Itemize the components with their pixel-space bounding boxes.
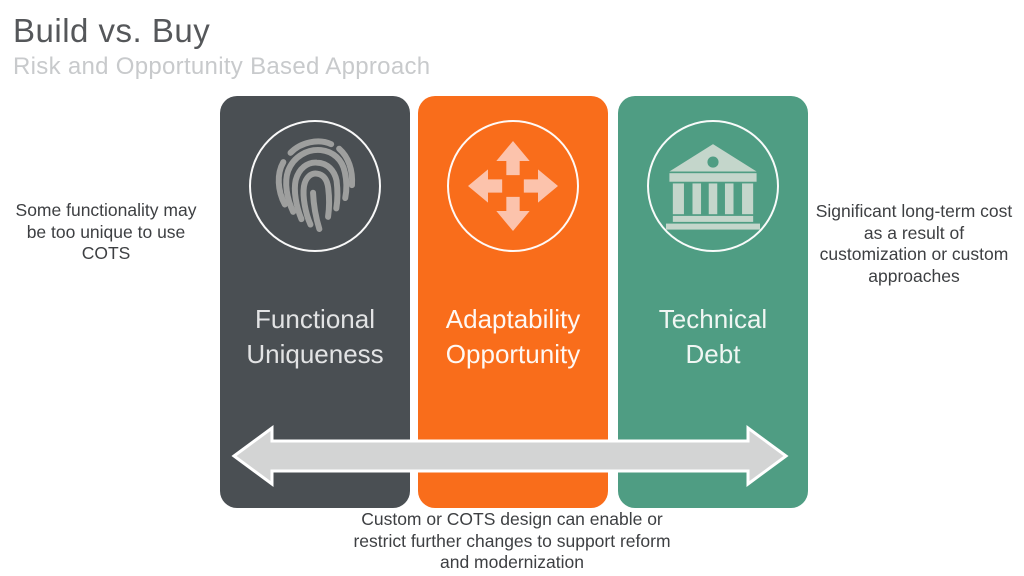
card-label-line: Debt (685, 339, 741, 369)
card-label-line: Opportunity (445, 339, 581, 369)
bidirectional-spectrum-arrow (231, 425, 789, 487)
header: Build vs. Buy Risk and Opportunity Based… (13, 12, 430, 81)
left-annotation: Some functionality may be too unique to … (15, 200, 197, 263)
card-label-line: Adaptability (445, 304, 581, 334)
card-label: Functional Uniqueness (220, 302, 410, 372)
page-title: Build vs. Buy (13, 12, 211, 49)
card-adaptability-opportunity: Adaptability Opportunity (418, 96, 608, 508)
page-subtitle: Risk and Opportunity Based Approach (13, 53, 431, 80)
fingerprint-icon (249, 120, 381, 252)
card-functional-uniqueness: Functional Uniqueness (220, 96, 410, 508)
move-arrows-icon (447, 120, 579, 252)
card-label-line: Functional (255, 304, 375, 334)
right-annotation: Significant long-term cost as a result o… (815, 201, 1013, 286)
card-label: Technical Debt (618, 302, 808, 372)
card-label: Adaptability Opportunity (418, 302, 608, 372)
card-label-line: Uniqueness (246, 339, 384, 369)
bottom-annotation: Custom or COTS design can enable or rest… (353, 509, 671, 572)
bank-icon (647, 120, 779, 252)
card-label-line: Technical (658, 304, 768, 334)
card-technical-debt: Technical Debt (618, 96, 808, 508)
